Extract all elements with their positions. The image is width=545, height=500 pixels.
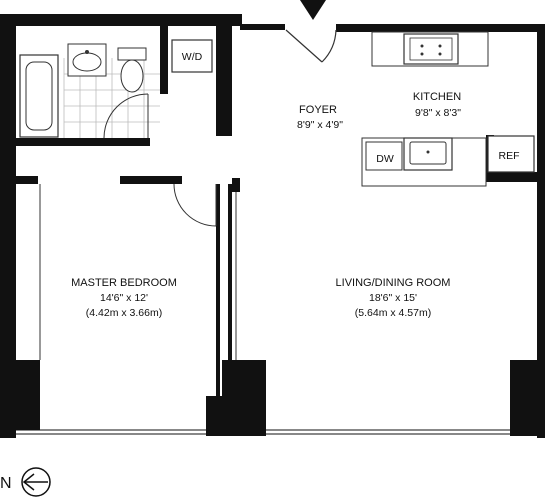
wall-divider-l bbox=[216, 184, 220, 434]
wall-living-top-right bbox=[486, 172, 537, 182]
cooktop-icon bbox=[403, 33, 459, 65]
wall-right bbox=[537, 24, 545, 438]
foyer-name: FOYER bbox=[299, 104, 337, 116]
kitchen-sink-icon bbox=[403, 137, 453, 171]
refrigerator-box bbox=[487, 135, 535, 173]
master-bedroom-name: MASTER BEDROOM bbox=[71, 277, 177, 289]
master-bedroom-dims: 14'6" x 12' bbox=[100, 292, 148, 304]
column-base bbox=[206, 396, 266, 436]
wall-notch bbox=[232, 14, 242, 26]
kitchen-name: KITCHEN bbox=[413, 91, 461, 103]
dishwasher-box bbox=[365, 141, 403, 171]
dishwasher-label: DW bbox=[376, 153, 394, 165]
wall-divider-r bbox=[228, 184, 232, 434]
wall-left-bottom bbox=[0, 360, 40, 430]
partitions bbox=[39, 184, 237, 360]
wall-bath-bottom bbox=[16, 138, 150, 146]
wall-bedroom-top-left bbox=[16, 176, 38, 184]
wall-top-foyer bbox=[240, 24, 285, 30]
washer-dryer-box bbox=[171, 39, 213, 73]
column bbox=[222, 360, 266, 396]
wall-left bbox=[0, 14, 16, 438]
bedroom-door bbox=[173, 183, 217, 227]
wall-corner-bl bbox=[0, 430, 16, 438]
walls bbox=[0, 14, 545, 438]
bathroom bbox=[19, 43, 160, 139]
wall-top-left bbox=[0, 14, 240, 26]
living-dining-name: LIVING/DINING ROOM bbox=[336, 277, 451, 289]
compass-icon bbox=[21, 467, 51, 497]
north-label: N bbox=[0, 475, 12, 492]
wall-bath-right bbox=[160, 26, 168, 94]
kitchen-fixtures bbox=[361, 31, 535, 187]
living-dining-dims: 18'6" x 15' bbox=[369, 292, 417, 304]
wall-bedroom-top bbox=[120, 176, 182, 184]
master-bedroom-dims-metric: (4.42m x 3.66m) bbox=[86, 307, 162, 319]
wall-right-bottom bbox=[510, 360, 545, 436]
wall-wd-right bbox=[216, 26, 232, 136]
living-dining-dims-metric: (5.64m x 4.57m) bbox=[355, 307, 431, 319]
kitchen-dims: 9'8" x 8'3" bbox=[415, 107, 461, 119]
washer-dryer-label: W/D bbox=[182, 51, 203, 63]
entrance-arrow-icon bbox=[300, 0, 326, 20]
windows bbox=[16, 429, 537, 435]
entry-door bbox=[285, 29, 337, 63]
wall-top-kitchen bbox=[336, 24, 545, 32]
foyer-dims: 8'9" x 4'9" bbox=[297, 119, 343, 131]
toilet-icon bbox=[117, 47, 147, 61]
wall-living-top-left bbox=[232, 178, 240, 192]
refrigerator-label: REF bbox=[499, 150, 520, 162]
